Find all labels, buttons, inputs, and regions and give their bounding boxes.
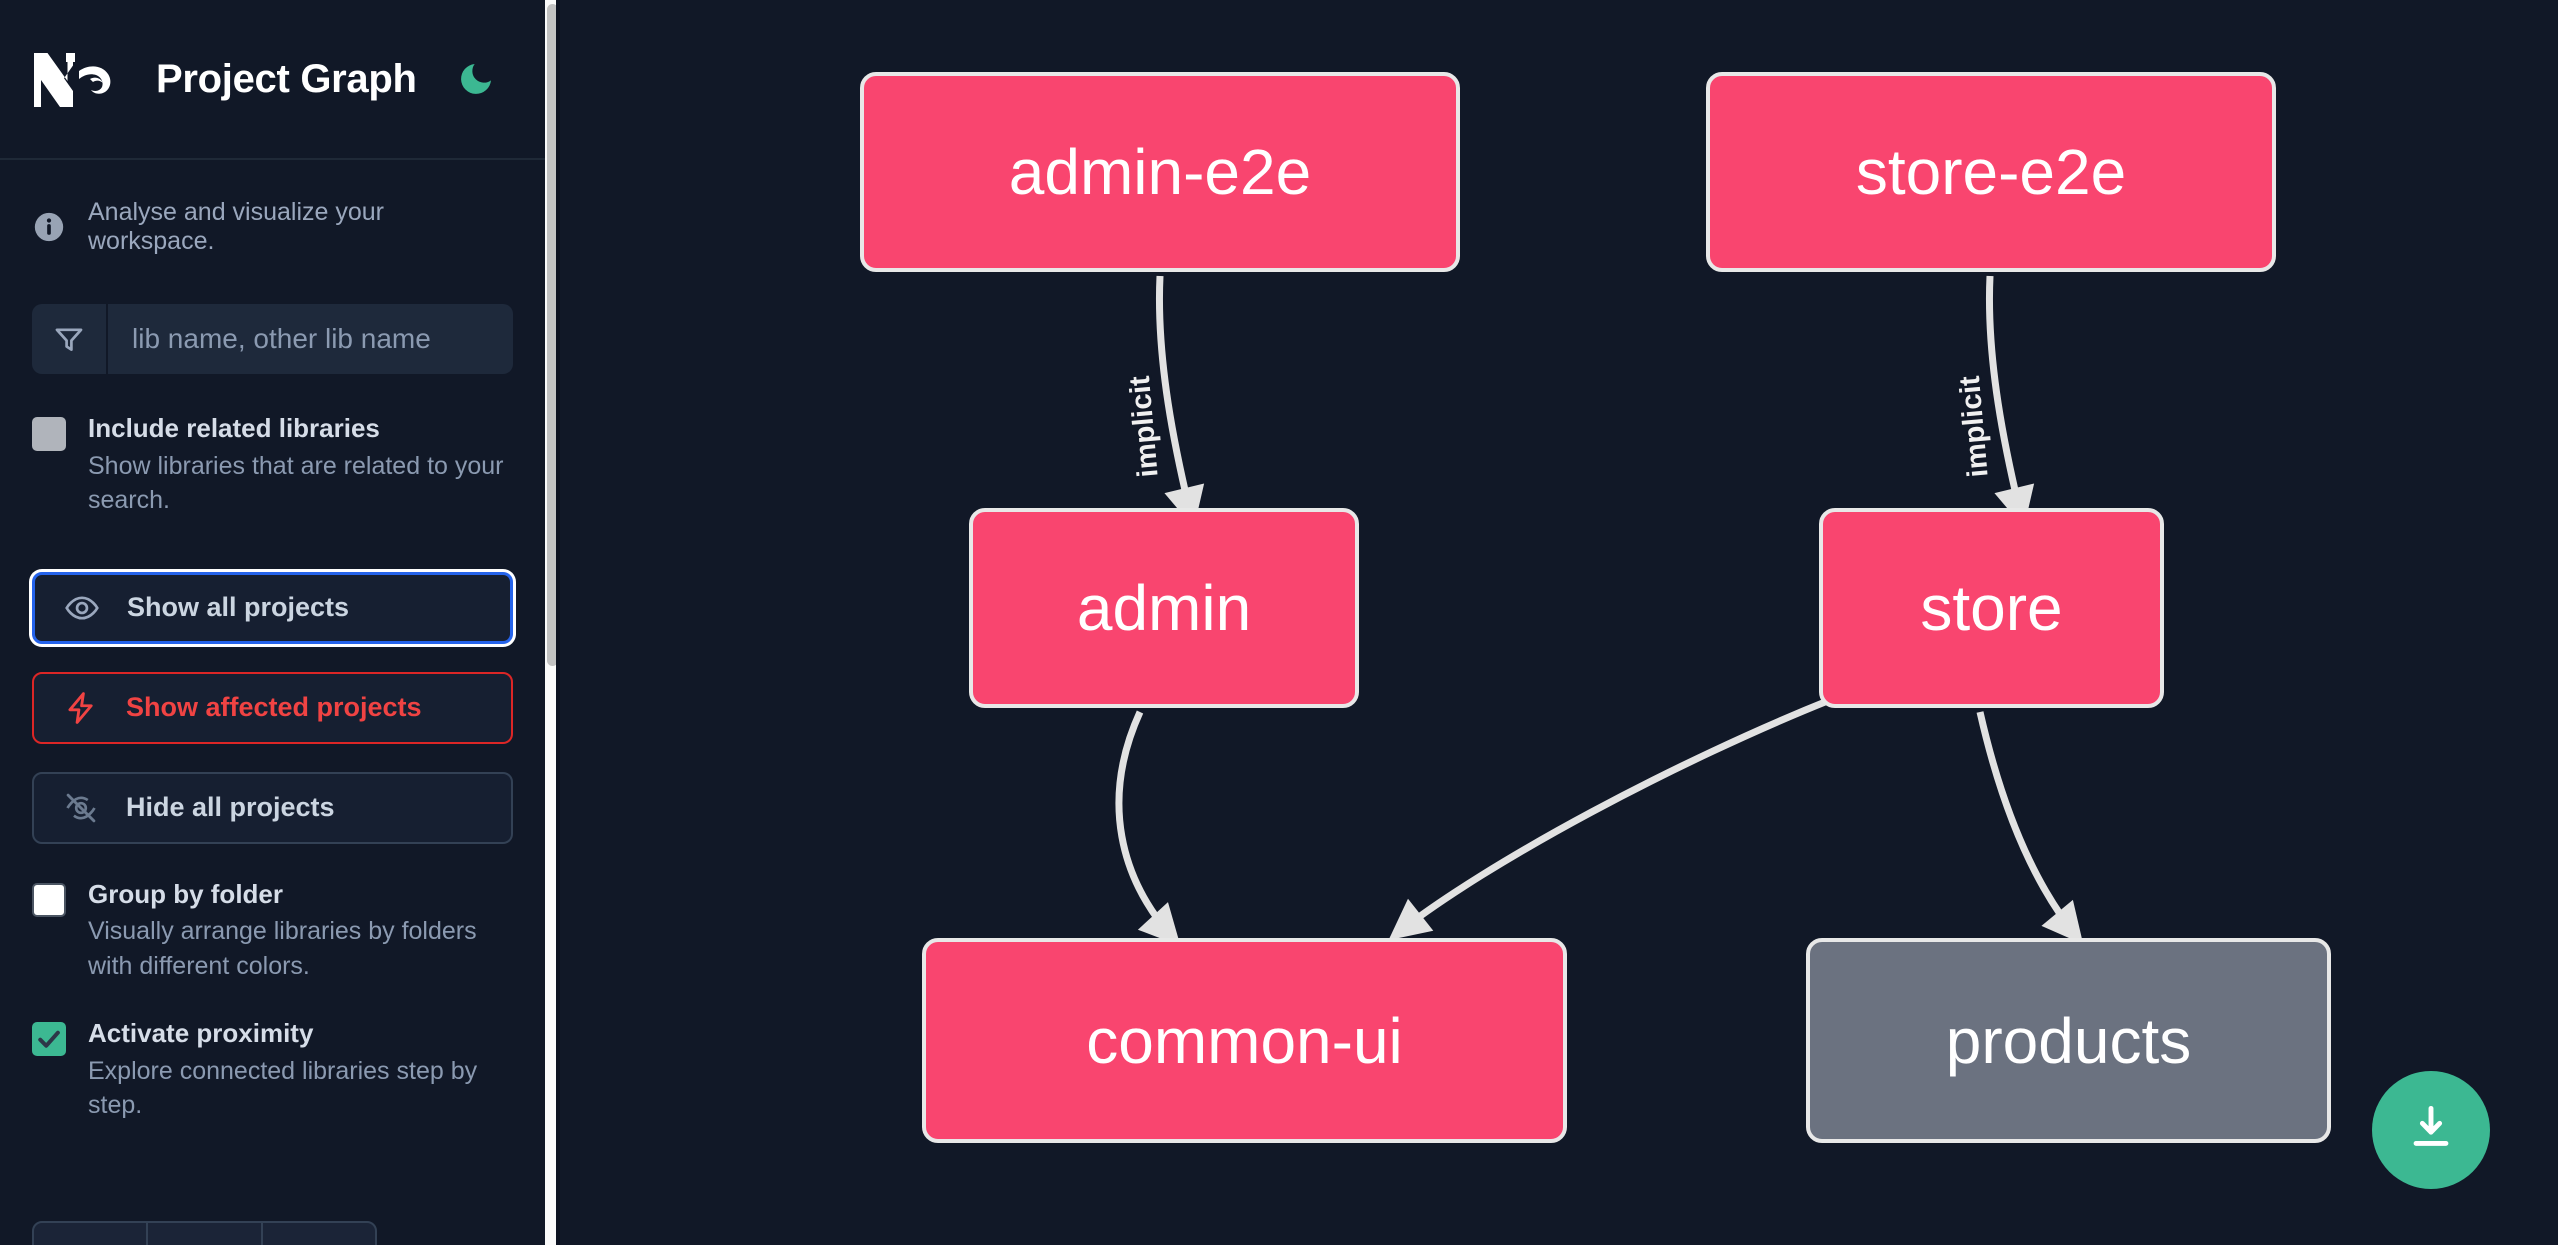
search-field[interactable] <box>32 304 513 374</box>
checkmark-icon <box>38 1030 60 1048</box>
node-label: admin <box>1076 572 1252 644</box>
button-label: Show all projects <box>127 592 350 622</box>
eye-icon <box>61 587 103 629</box>
graph-node-admin[interactable]: admin <box>969 508 1359 708</box>
checkbox-row-include-related[interactable]: Include related libraries Show libraries… <box>0 412 545 518</box>
sidebar-scrollbar-thumb[interactable] <box>547 4 558 666</box>
graph-node-admin-e2e[interactable]: admin-e2e <box>860 72 1460 272</box>
project-action-buttons: Show all projects Show affected projects <box>32 571 513 844</box>
checkbox-label: Include related libraries <box>88 413 380 443</box>
node-label: store <box>1920 572 2063 644</box>
toolbar-segment[interactable] <box>148 1223 263 1245</box>
sidebar-header: Project Graph <box>0 0 545 160</box>
info-icon <box>32 210 66 244</box>
checkbox-row-group-by-folder[interactable]: Group by folder Visually arrange librari… <box>0 878 545 984</box>
graph-node-common-ui[interactable]: common-ui <box>922 938 1567 1143</box>
node-label: common-ui <box>1086 1004 1403 1077</box>
toolbar-segment[interactable] <box>34 1223 149 1245</box>
checkbox-label: Group by folder <box>88 878 283 909</box>
button-label: Show affected projects <box>126 692 422 722</box>
graph-node-products[interactable]: products <box>1806 938 2331 1143</box>
tagline-text: Analyse and visualize your workspace. <box>88 198 384 255</box>
checkbox-description: Visually arrange libraries by folders wi… <box>88 917 477 980</box>
download-image-button[interactable] <box>2372 1071 2490 1189</box>
eye-off-icon <box>60 787 102 829</box>
sidebar-tagline: Analyse and visualize your workspace. <box>0 160 545 256</box>
include-related-libraries-checkbox[interactable] <box>32 417 66 451</box>
moon-icon[interactable] <box>453 56 499 102</box>
checkbox-label: Activate proximity <box>88 1018 314 1048</box>
bottom-toolbar-partial[interactable] <box>32 1221 377 1245</box>
hide-all-projects-button[interactable]: Hide all projects <box>32 771 513 844</box>
checkbox-description: Show libraries that are related to your … <box>88 451 504 515</box>
node-label: products <box>1945 1004 2192 1077</box>
lightning-bolt-icon <box>60 687 102 729</box>
button-label: Hide all projects <box>126 792 335 822</box>
graph-node-store[interactable]: store <box>1819 508 2164 708</box>
graph-edges <box>1115 275 2084 947</box>
edge-store-to-products <box>1976 711 2084 945</box>
activate-proximity-checkbox[interactable] <box>32 1022 66 1056</box>
page-title: Project Graph <box>156 56 417 101</box>
search-input[interactable] <box>108 304 513 374</box>
toolbar-segment[interactable] <box>263 1223 375 1245</box>
show-all-projects-button[interactable]: Show all projects <box>32 571 513 644</box>
node-label: admin-e2e <box>1008 136 1312 208</box>
node-label: store-e2e <box>1855 136 2127 208</box>
show-affected-projects-button[interactable]: Show affected projects <box>32 671 513 744</box>
graph-node-store-e2e[interactable]: store-e2e <box>1706 72 2276 272</box>
edge-admin-e2e-to-admin <box>1156 275 1205 528</box>
download-icon <box>2403 1100 2459 1161</box>
edge-store-e2e-to-store <box>1986 275 2035 528</box>
filter-funnel-icon <box>32 304 108 374</box>
sidebar: Project Graph Analyse and visualize yo <box>0 0 560 1245</box>
edge-store-to-common-ui <box>1388 696 1832 941</box>
group-by-folder-checkbox[interactable] <box>32 882 66 917</box>
checkbox-row-activate-proximity[interactable]: Activate proximity Explore connected lib… <box>0 1017 545 1123</box>
sidebar-divider <box>556 0 560 1245</box>
graph-canvas[interactable]: admin-e2e store-e2e admin store common-u… <box>560 0 2558 1245</box>
nx-logo-icon <box>32 49 124 109</box>
checkbox-description: Explore connected libraries step by step… <box>88 1056 478 1120</box>
edge-admin-to-common-ui <box>1115 710 1181 947</box>
